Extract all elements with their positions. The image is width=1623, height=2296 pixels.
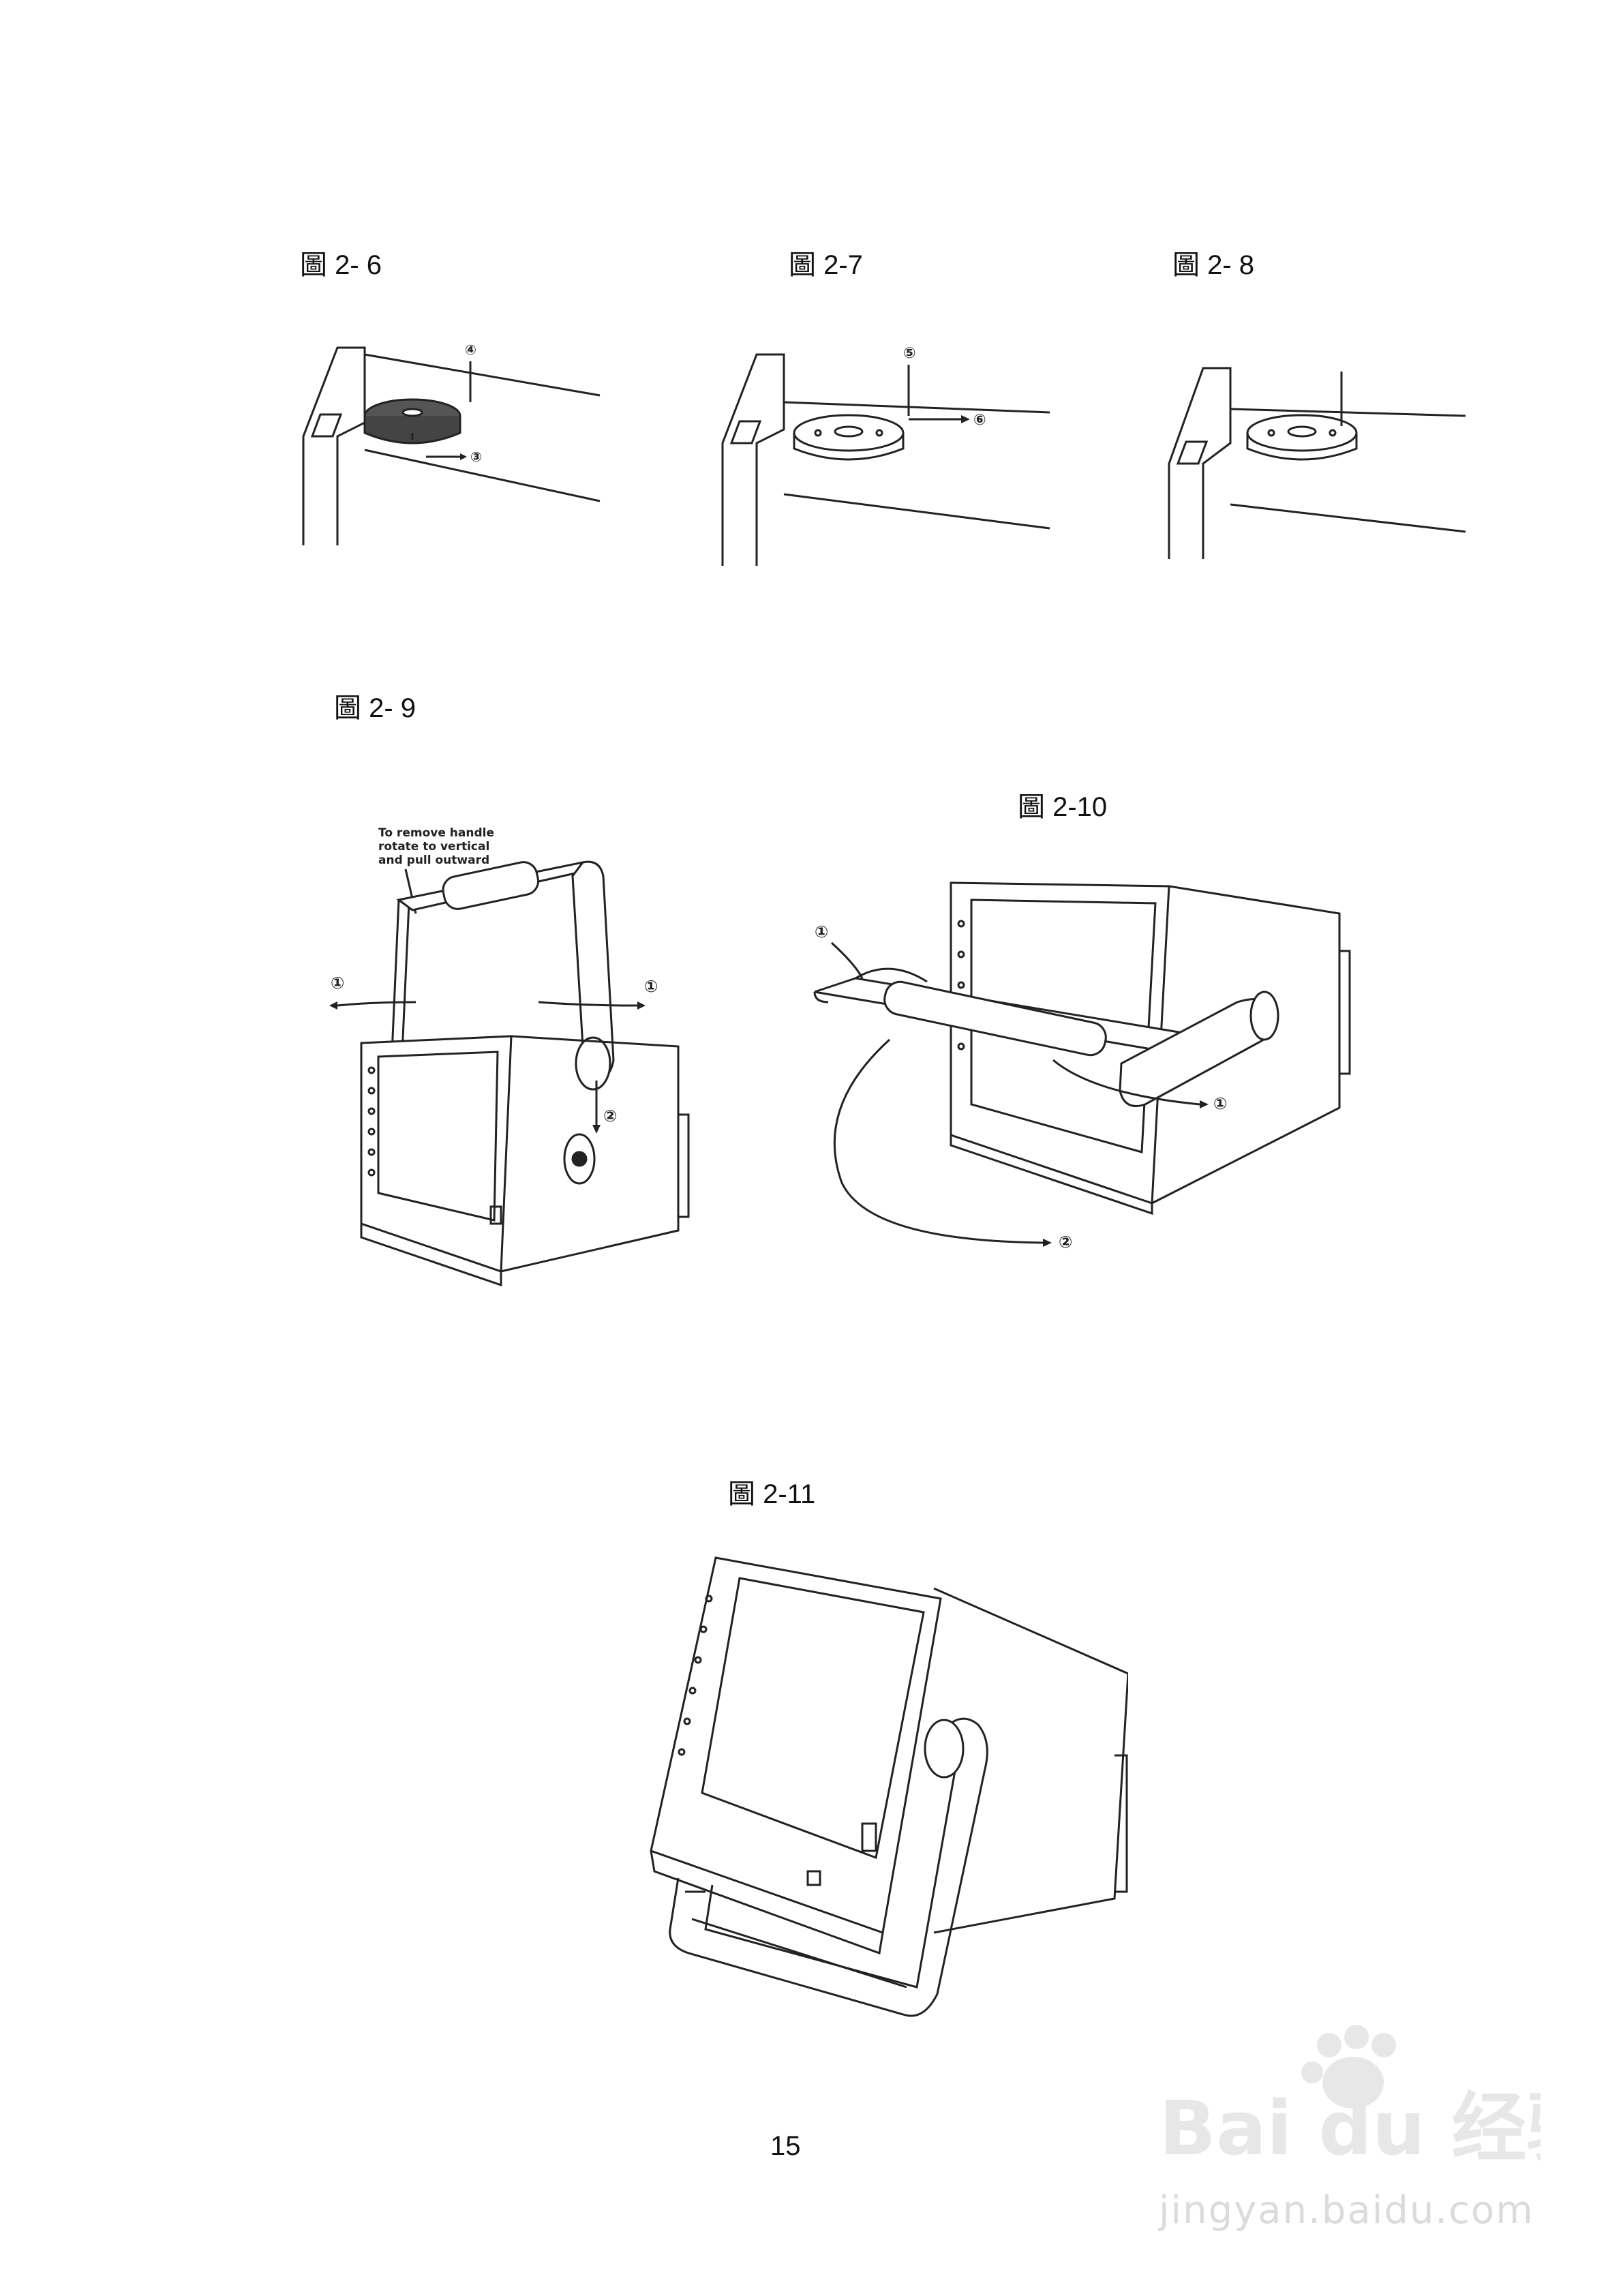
figure-2-7-illustration: ⑤ ⑥ <box>719 334 1053 566</box>
watermark-url: jingyan.baidu.com <box>1159 2188 1534 2233</box>
page-number: 15 <box>770 2131 801 2161</box>
figure-2-9-illustration: To remove handle rotate to vertical and … <box>324 821 706 1312</box>
caption-fig-2-8: 圖 2- 8 <box>1172 250 1255 280</box>
figure-2-10-illustration: ① ① ② <box>801 869 1387 1278</box>
fig-2-9-instruction-line1: To remove handle <box>378 826 494 840</box>
caption-fig-2-6: 圖 2- 6 <box>300 250 382 280</box>
fig-2-9-instruction-line2: rotate to vertical <box>378 840 489 854</box>
figure-2-8-illustration <box>1166 361 1472 559</box>
fig-2-9-marker-1-left: ① <box>331 973 344 993</box>
caption-fig-2-9: 圖 2- 9 <box>334 693 416 723</box>
fig-2-9-instruction-line3: and pull outward <box>378 854 489 867</box>
marker-6: ⑥ <box>973 412 986 429</box>
figure-2-6-illustration: ④ ③ <box>300 334 607 545</box>
caption-fig-2-11: 圖 2-11 <box>728 1479 816 1509</box>
fig-2-10-marker-1-right: ① <box>1213 1094 1227 1113</box>
watermark-brand: Bai du 经验 <box>1159 2085 1541 2172</box>
caption-fig-2-7: 圖 2-7 <box>789 250 863 280</box>
fig-2-9-marker-2: ② <box>603 1106 617 1126</box>
marker-4: ④ <box>465 342 476 358</box>
figure-2-11-illustration <box>637 1551 1128 2089</box>
paw-logo-icon: Bai du 经验 <box>1159 2025 1601 2172</box>
fig-2-10-marker-1-top: ① <box>815 922 828 941</box>
watermark: Bai du 经验 jingyan.baidu.com <box>1159 2018 1601 2243</box>
fig-2-10-marker-2: ② <box>1059 1233 1072 1252</box>
fig-2-9-marker-1-right: ① <box>644 977 658 996</box>
marker-3: ③ <box>470 449 482 465</box>
marker-5: ⑤ <box>903 345 916 362</box>
caption-fig-2-10: 圖 2-10 <box>1018 792 1108 822</box>
